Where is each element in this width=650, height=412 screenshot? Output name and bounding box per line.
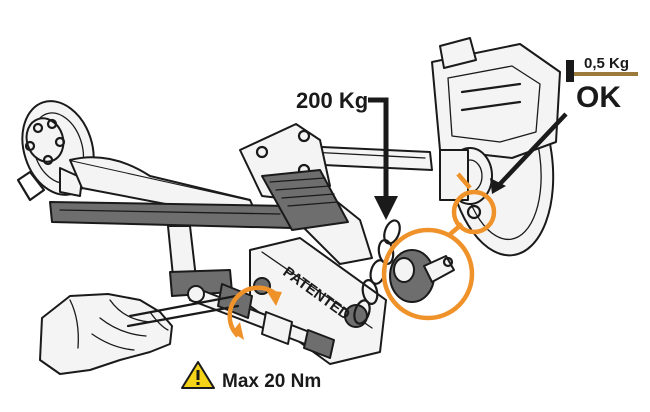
gloved-hand (39, 293, 240, 375)
ball-joint (389, 249, 455, 303)
ok-label: OK (576, 81, 621, 114)
rotation-arrow-icon (227, 285, 282, 340)
brake-screw-highlight (451, 189, 497, 235)
ball-joint-highlight (381, 227, 475, 321)
torque-label: Max 20 Nm (222, 371, 321, 392)
chain (353, 219, 401, 325)
highlight-circles (381, 172, 497, 321)
brake-assembly (431, 37, 561, 257)
load-label: 200 Kg (296, 88, 368, 113)
down-arrow-icon (368, 97, 398, 220)
weight-icon (566, 60, 638, 82)
axle-beam (49, 156, 293, 297)
warning-triangle-icon (181, 361, 215, 389)
pointer-arrow-icon (490, 112, 568, 194)
left-hub-assembly (16, 100, 95, 202)
patented-plate: PATENTED (249, 237, 387, 365)
weight-label: 0,5 Kg (584, 55, 629, 72)
central-bracket (239, 123, 373, 265)
